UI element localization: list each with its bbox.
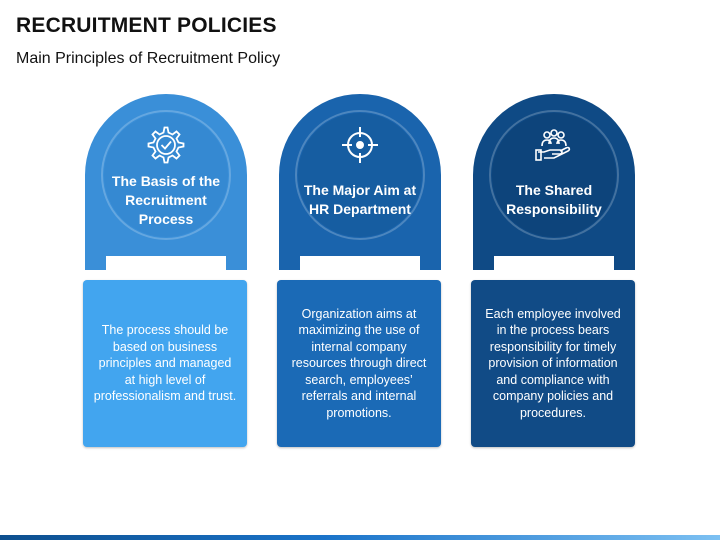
team-hand-icon xyxy=(534,125,574,165)
page-subtitle: Main Principles of Recruitment Policy xyxy=(16,50,281,67)
policy-column-shared: The Shared Responsibility Each employee … xyxy=(471,92,637,452)
column-heading: The Basis of the Recruitment Process xyxy=(111,172,221,227)
description-card: Organization aims at maximizing the use … xyxy=(277,280,441,447)
policy-column-aim: The Major Aim at HR Department Organizat… xyxy=(277,92,443,452)
footer-accent-bar xyxy=(0,535,720,540)
page-title: RECRUITMENT POLICIES xyxy=(16,14,277,37)
policy-column-basis: The Basis of the Recruitment Process The… xyxy=(83,92,249,452)
arch-panel: The Major Aim at HR Department xyxy=(277,92,443,272)
arch-panel: The Shared Responsibility xyxy=(471,92,637,272)
arch-panel: The Basis of the Recruitment Process xyxy=(83,92,249,272)
column-heading: The Major Aim at HR Department xyxy=(303,182,417,217)
column-heading: The Shared Responsibility xyxy=(506,182,602,217)
target-icon xyxy=(340,125,380,165)
description-card: Each employee involved in the process be… xyxy=(471,280,635,447)
gear-check-icon xyxy=(146,125,186,165)
description-card: The process should be based on business … xyxy=(83,280,247,447)
